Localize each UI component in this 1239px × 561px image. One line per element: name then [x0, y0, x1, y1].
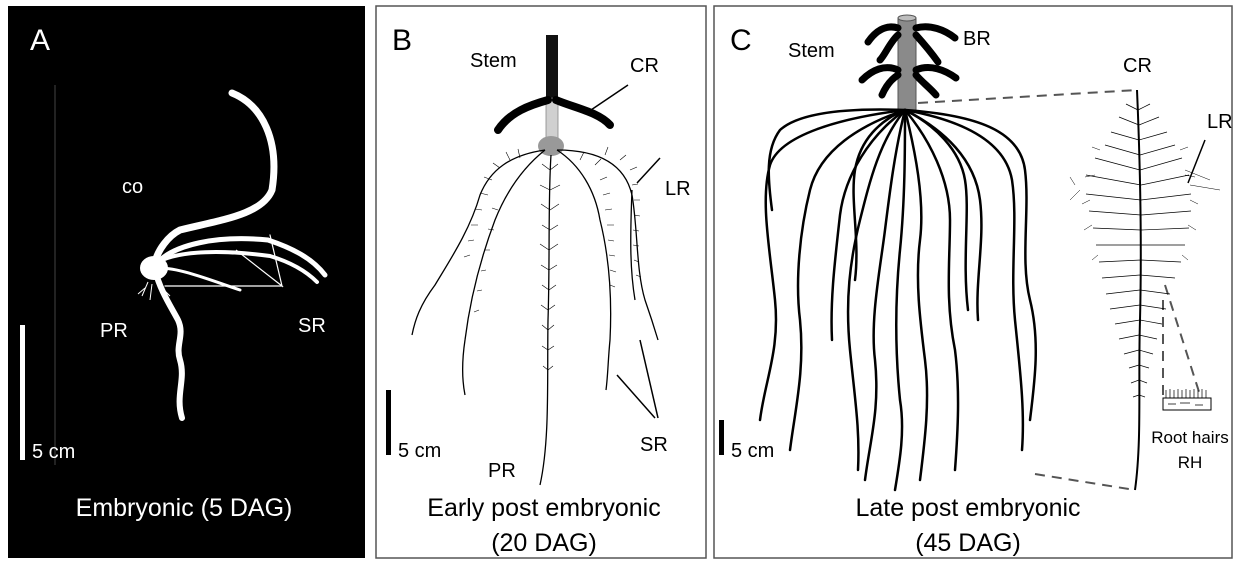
- panel-a-caption: Embryonic (5 DAG): [76, 494, 293, 522]
- panel-c-stem-top: [898, 15, 916, 21]
- panel-a-scale-bar: [20, 325, 25, 460]
- panel-b-caption-line2: (20 DAG): [491, 529, 597, 557]
- panel-c-letter: C: [730, 24, 752, 57]
- panel-c-label-cr: CR: [1123, 55, 1152, 77]
- panel-c-border: [714, 6, 1232, 558]
- panel-c-label-root-hairs: Root hairs: [1151, 428, 1228, 447]
- panel-a-seed: [140, 256, 168, 280]
- panel-c: C: [714, 6, 1233, 558]
- panel-a-letter: A: [30, 24, 50, 57]
- panel-a-label-pr: PR: [100, 320, 128, 342]
- panel-c-caption-line1: Late post embryonic: [855, 494, 1080, 522]
- panel-c-caption-line2: (45 DAG): [915, 529, 1021, 557]
- panel-a-label-sr: SR: [298, 315, 326, 337]
- panel-c-label-rh: RH: [1178, 453, 1203, 472]
- panel-b: B Stem: [376, 6, 706, 558]
- panel-b-label-sr: SR: [640, 434, 668, 456]
- panel-b-label-lr: LR: [665, 178, 691, 200]
- panel-c-scale-label: 5 cm: [731, 440, 774, 462]
- panel-b-scale-label: 5 cm: [398, 440, 441, 462]
- panel-b-scale-bar: [386, 390, 391, 455]
- panel-b-caption-line1: Early post embryonic: [427, 494, 660, 522]
- panel-b-letter: B: [392, 24, 412, 57]
- panel-a: A co PR SR 5 cm Embryonic (5 DAG): [8, 6, 365, 558]
- panel-b-label-stem: Stem: [470, 50, 517, 72]
- panel-b-stem: [546, 35, 558, 100]
- panel-a-label-co: co: [122, 176, 143, 198]
- panel-c-label-br: BR: [963, 28, 991, 50]
- panel-c-stem: [898, 18, 916, 110]
- panel-a-background: [8, 6, 365, 558]
- panel-c-scale-bar: [719, 420, 724, 455]
- panel-c-label-stem: Stem: [788, 40, 835, 62]
- panel-b-label-cr: CR: [630, 55, 659, 77]
- panel-c-label-lr: LR: [1207, 111, 1233, 133]
- panel-b-border: [376, 6, 706, 558]
- panel-a-scale-label: 5 cm: [32, 441, 75, 463]
- panel-b-label-pr: PR: [488, 460, 516, 482]
